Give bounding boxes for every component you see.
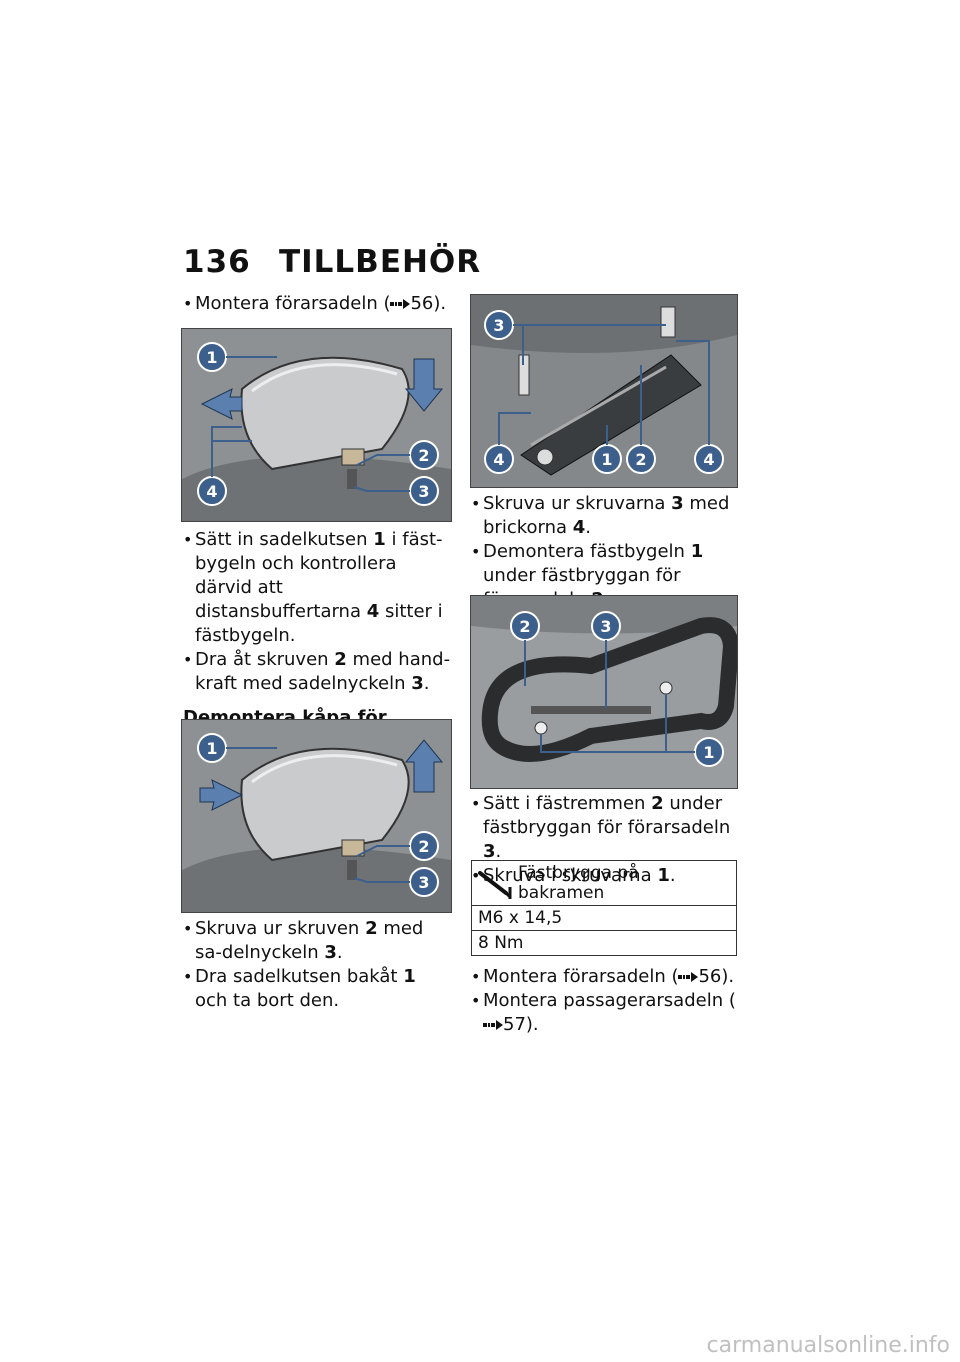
step-unscrew-screw: Skruva ur skruven 2 med sa-delnyckeln 3.: [183, 917, 453, 965]
callout-3: 3: [418, 482, 429, 501]
step-mount-rider-seat: Montera förarsadeln (56).: [183, 292, 453, 316]
page-number: 136: [183, 244, 251, 280]
left-column-steps-b: Skruva ur skruven 2 med sa-delnyckeln 3.…: [183, 917, 453, 1013]
step-mount-rider-seat-2: Montera förarsadeln (56).: [471, 965, 739, 989]
callout-3: 3: [600, 617, 611, 636]
page-ref-arrow-icon: [483, 1020, 503, 1030]
callout-2: 2: [418, 446, 429, 465]
callout-3: 3: [418, 873, 429, 892]
right-column-steps-c: Montera förarsadeln (56). Montera passag…: [471, 965, 739, 1037]
callout-4: 4: [206, 482, 217, 501]
figure-seat-pad-install: 1 2 3 4: [181, 328, 452, 522]
callout-3: 3: [493, 316, 504, 335]
callout-2: 2: [519, 617, 530, 636]
callout-1: 1: [206, 739, 217, 758]
callout-4b: 4: [703, 450, 714, 469]
torque-spec-table: Fästbrygga på bakramen M6 x 14,5 8 Nm: [471, 860, 737, 956]
step-unscrew-screws: Skruva ur skruvarna 3 med brickorna 4.: [471, 492, 739, 540]
step-pull-seat-pad: Dra sadelkutsen bakåt 1 och ta bort den.: [183, 965, 453, 1013]
spec-torque: 8 Nm: [471, 930, 737, 956]
callout-2: 2: [635, 450, 646, 469]
step-insert-strap: Sätt i fästremmen 2 under fästbryggan fö…: [471, 792, 739, 864]
figure-bracket-screws: 3 4 1 2 4: [470, 294, 738, 488]
callout-1: 1: [206, 348, 217, 367]
torque-wrench-icon: [478, 871, 512, 899]
left-column: Montera förarsadeln (56).: [183, 292, 453, 316]
page-ref-arrow-icon: [390, 299, 411, 309]
callout-4: 4: [493, 450, 504, 469]
figure-seat-pad-remove: 1 2 3: [181, 719, 452, 913]
page-header: 136 TILLBEHÖR: [183, 244, 481, 280]
callout-1: 1: [601, 450, 612, 469]
step-insert-seat-pad: Sätt in sadelkutsen 1 i fäst-bygeln och …: [183, 528, 453, 648]
watermark: carmanualsonline.info: [706, 1333, 950, 1358]
section-title: TILLBEHÖR: [279, 244, 482, 280]
step-tighten-screw: Dra åt skruven 2 med hand-kraft med sade…: [183, 648, 453, 696]
step-mount-passenger-seat: Montera passagerarsadeln (57).: [471, 989, 739, 1037]
callout-1: 1: [703, 743, 714, 762]
callout-2: 2: [418, 837, 429, 856]
figure-strap-install: 2 3 1: [470, 595, 738, 789]
spec-size: M6 x 14,5: [471, 905, 737, 931]
right-column-steps-a: Skruva ur skruvarna 3 med brickorna 4. D…: [471, 492, 739, 612]
page-ref-arrow-icon: [678, 972, 699, 982]
spec-label: Fästbrygga på bakramen: [518, 863, 639, 903]
